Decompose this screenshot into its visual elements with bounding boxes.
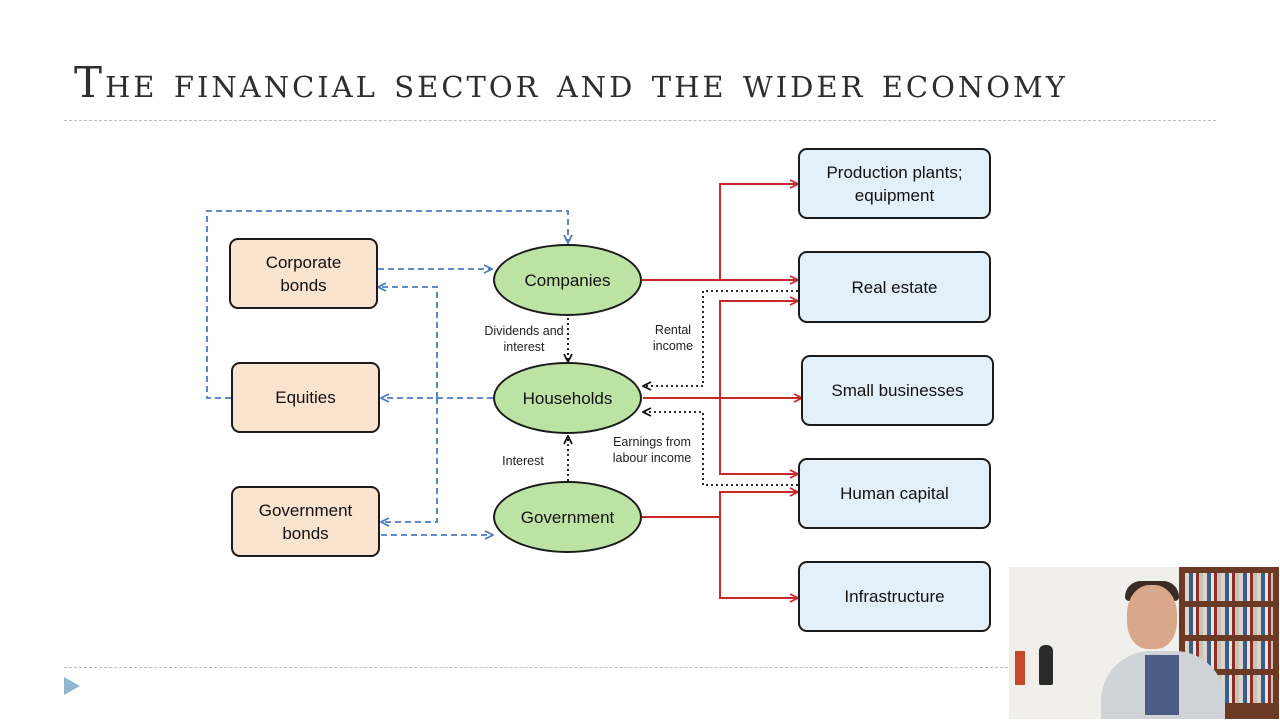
households-to-government-bonds bbox=[381, 398, 438, 522]
households-branch-down bbox=[719, 398, 798, 474]
equities-box: Equities bbox=[231, 362, 380, 433]
government-bonds-box: Government bonds bbox=[231, 486, 380, 557]
households-branch-up bbox=[719, 301, 798, 398]
companies-trunk bbox=[642, 184, 798, 281]
government-to-human-capital bbox=[719, 492, 798, 517]
companies-ellipse: Companies bbox=[493, 244, 642, 316]
human-capital-box: Human capital bbox=[798, 458, 991, 529]
small-businesses-box: Small businesses bbox=[801, 355, 994, 426]
government-trunk bbox=[642, 516, 798, 598]
footer-divider bbox=[64, 667, 1008, 668]
households-to-corporate-bonds bbox=[378, 287, 438, 398]
play-icon[interactable] bbox=[64, 677, 80, 695]
rental-income-flow bbox=[643, 290, 798, 386]
real-estate-box: Real estate bbox=[798, 251, 991, 323]
rental-income-label: Rental income bbox=[652, 323, 694, 353]
labour-income-flow bbox=[643, 412, 798, 486]
government-ellipse: Government bbox=[493, 481, 642, 553]
infrastructure-box: Infrastructure bbox=[798, 561, 991, 632]
corporate-bonds-box: Corporate bonds bbox=[229, 238, 378, 309]
title-divider bbox=[64, 120, 1216, 121]
households-ellipse: Households bbox=[493, 362, 642, 434]
interest-label: Interest bbox=[502, 454, 544, 468]
labour-earnings-label: Earnings from labour income bbox=[612, 435, 692, 465]
slide-title: The financial sector and the wider econo… bbox=[74, 58, 1068, 107]
dividends-label: Dividends and interest bbox=[484, 324, 564, 354]
equities-to-companies bbox=[206, 210, 568, 399]
presenter-webcam bbox=[1009, 567, 1279, 719]
production-plants-box: Production plants; equipment bbox=[798, 148, 991, 219]
